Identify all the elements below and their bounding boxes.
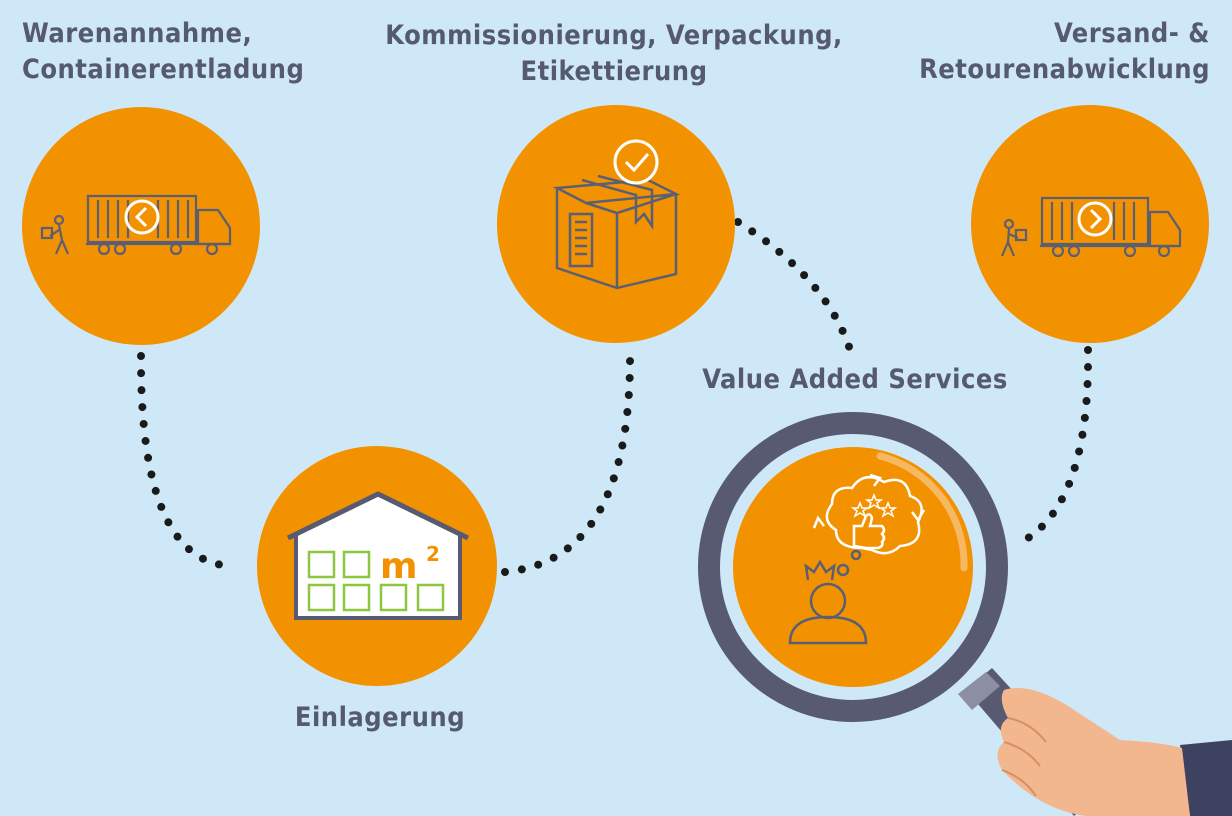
label-receiving-line2: Containerentladung: [22, 54, 305, 85]
shipping-circle: [971, 105, 1209, 343]
step-picking: [497, 105, 735, 343]
label-picking: Kommissionierung, Verpackung, Etikettier…: [385, 18, 842, 90]
customer-satisfaction-icon: [788, 473, 926, 645]
step-shipping: [971, 105, 1209, 343]
arrow-left-icon: [124, 199, 160, 235]
checkmark-icon: [613, 139, 659, 185]
connector-picking-vas: [734, 218, 856, 360]
label-shipping: Versand- & Retourenabwicklung: [919, 16, 1210, 88]
truck-unloading-icon: [40, 194, 232, 256]
hand-icon: [997, 688, 1232, 816]
package-check-icon: [552, 174, 681, 290]
label-storage: Einlagerung: [294, 702, 466, 733]
magnifier-frame: [698, 412, 1008, 722]
warehouse-icon: m 2: [286, 491, 470, 620]
connector-storage-picking: [501, 346, 635, 576]
connector-vas-shipping: [1021, 346, 1093, 544]
lens-highlight: [876, 452, 968, 572]
label-receiving-line1: Warenannahme,: [22, 18, 253, 49]
vas-lens-fill: [733, 447, 973, 687]
step-vas: [698, 412, 1232, 816]
storage-unit-exponent: 2: [426, 542, 440, 566]
step-storage: m 2: [257, 446, 497, 686]
label-picking-line1: Kommissionierung, Verpackung,: [385, 20, 843, 51]
step-receiving: [22, 107, 260, 345]
label-receiving: Warenannahme, Containerentladung: [22, 16, 304, 88]
label-vas: Value Added Services: [702, 364, 1008, 395]
label-shipping-line1: Versand- &: [1053, 18, 1210, 49]
label-shipping-line2: Retourenabwicklung: [919, 54, 1210, 85]
truck-loading-icon: [1000, 196, 1182, 258]
receiving-circle: [22, 107, 260, 345]
connector-receiving-storage: [136, 352, 234, 570]
arrow-right-icon: [1077, 201, 1113, 237]
label-picking-line2: Etikettierung: [520, 56, 708, 87]
dotted-connectors: [136, 218, 1093, 576]
storage-unit: m: [380, 546, 418, 587]
